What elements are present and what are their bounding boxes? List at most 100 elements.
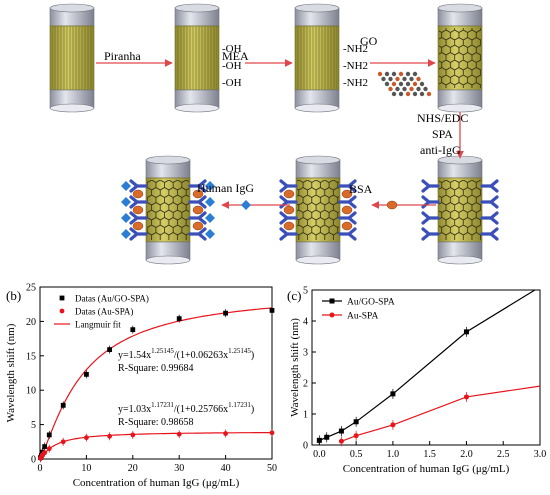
anti-igg-antibody-icon [480,195,499,209]
go-atom [423,86,428,92]
anti-igg-antibody-icon [338,179,357,193]
go-atom [391,71,397,77]
step-label-anti-igg: anti-IgG [420,143,461,157]
data-point [59,295,65,301]
y-tick-label: 5 [303,286,308,297]
go-atom [388,76,393,82]
bsa-molecule [283,205,295,215]
fiber-cap-top-face [294,3,340,13]
step-label-human-igg: Human IgG [197,181,254,195]
human-igg-molecule [121,229,131,239]
go-atom [395,86,400,92]
anti-igg-antibody-icon [188,179,207,193]
panel-b-label: (b) [6,288,21,303]
fiber-cap-bottom-face [174,103,220,113]
bsa-molecule [132,205,144,215]
fiber-graphene-coating [147,180,189,240]
go-atom [412,81,418,87]
human-igg-molecule [205,197,215,207]
fit-equation: y=1.03x1.17231/(1+0.25766x1.17231) [118,401,254,415]
y-axis-label: Wavelength shift (nm) [289,318,301,417]
plot-frame [39,286,273,460]
fiber-stages [49,3,499,265]
human-igg-molecule [121,213,131,223]
fiber-stage-bsa-blocked [295,155,341,265]
human-igg-molecule [205,229,215,239]
x-tick-label: 3.0 [534,449,547,460]
fiber-graphene-coating [297,180,339,240]
nh2-group-1: -NH2 [343,43,368,55]
fiber-graphene-coating [439,28,481,88]
human-igg-molecule [121,181,131,191]
go-atom [405,71,411,77]
anti-igg-antibody-icon [480,211,499,225]
x-tick-label: 2.5 [497,449,510,460]
anti-igg-antibody-icon [338,211,357,225]
bsa-molecule [132,221,144,231]
anti-igg-antibody-icon [129,227,148,241]
y-tick-label: 15 [26,351,36,362]
x-tick-label: 20 [128,463,138,474]
y-tick-label: 20 [26,317,36,328]
go-atom [409,86,414,92]
fiber-surface-lines [297,26,337,90]
step-label-go: GO [360,34,378,48]
x-tick-label: 1.5 [423,449,436,460]
bsa-molecule [283,221,295,231]
go-atom [405,91,411,97]
legend-entry: Datas (Au-SPA) [75,307,133,317]
fiber-cap-top-face [295,155,341,165]
y-axis-label: Wavelength shift (nm) [5,323,17,422]
fiber-cap-bottom-face [295,255,341,265]
data-point [329,312,335,318]
go-atom [384,71,390,77]
fiber-stage-antibody [437,155,483,265]
anti-igg-antibody-icon [188,227,207,241]
x-axis-label: Concentration of human IgG (μg/mL) [343,463,510,475]
oh-group-3: -OH [222,77,242,89]
go-atom [426,91,432,97]
y-tick-label: 10 [26,386,36,397]
fiber-cap-bottom-face [437,255,483,265]
bsa-molecule [283,189,295,199]
human-igg-molecule [205,213,215,223]
human-igg-molecule-icon [241,200,251,210]
series-line [341,385,541,442]
go-atom [419,81,425,87]
go-atom [405,81,411,87]
x-tick-label: 0 [38,463,43,474]
anti-igg-antibody-icon [338,227,357,241]
y-tick-label: 2 [303,379,308,390]
fiber-cap-top-face [437,3,483,13]
step-label-nhs-edc: NHS/EDC [417,111,468,125]
x-tick-label: 2.0 [460,449,473,460]
data-point [59,308,65,314]
fiber-surface-lines [52,26,92,90]
fiber-cap-bottom-face [294,103,340,113]
fiber-cap-top-face [174,3,220,13]
anti-igg-antibody-icon [421,179,440,193]
human-igg-molecule [121,197,131,207]
anti-igg-antibody-icon [421,227,440,241]
y-tick-label: 4 [303,317,308,328]
human-igg-molecule [205,181,215,191]
fiber-cap-top-face [145,155,191,165]
legend-entry: Datas (Au/GO-SPA) [75,294,149,304]
x-axis-label: Concentration of human IgG (μg/mL) [73,477,240,489]
anti-igg-antibody-icon [279,179,298,193]
step-label-spa: SPA [432,127,453,141]
anti-igg-antibody-icon [129,179,148,193]
panel-a: (a) Piranha MEA GO NHS/EDC SPA anti-IgG … [49,2,499,265]
anti-igg-antibody-icon [188,195,207,209]
y-tick-label: 5 [31,420,36,431]
anti-igg-antibody-icon [480,227,499,241]
r-square-value: R-Square: 0.98658 [118,417,194,428]
x-tick-label: 0.5 [350,449,363,460]
anti-igg-antibody-icon [279,211,298,225]
bsa-molecule [192,221,204,231]
fiber-stage-igg-bound [145,155,191,265]
bsa-molecule-icon [386,200,398,210]
bsa-molecule [192,205,204,215]
y-tick-label: 1 [303,410,308,421]
